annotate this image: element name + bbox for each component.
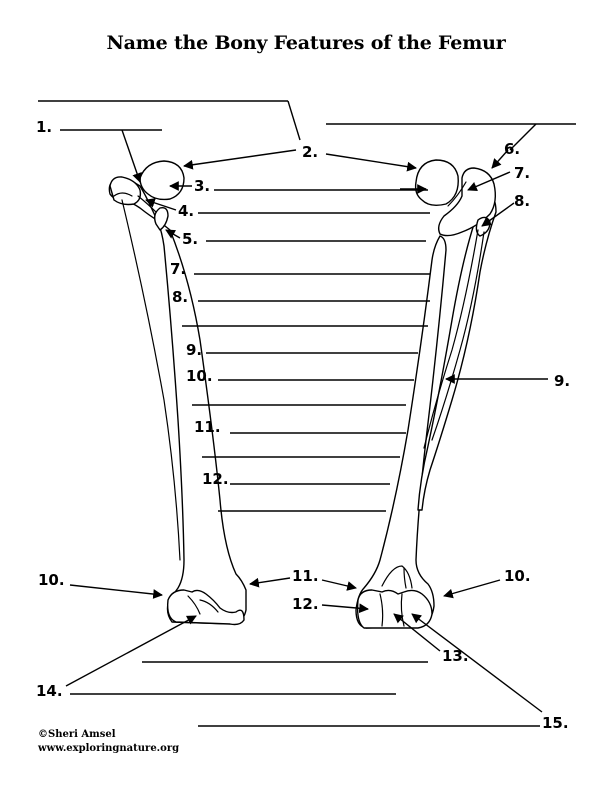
page-title: Name the Bony Features of the Femur [106,32,506,54]
credit-author: ©Sheri Amsel [38,729,116,740]
right-femur [355,159,497,629]
number-labels: 1. 2. 3. 4. 5. 6. 7. 7. 8. 8. 9. 9. 10. … [36,118,570,732]
label-9-right: 9. [554,372,570,390]
label-15: 15. [542,714,569,732]
label-10-mid: 10. [186,367,213,385]
label-12-mid: 12. [202,470,229,488]
label-13: 13. [442,647,469,665]
label-11-bottom: 11. [292,567,319,585]
label-9-left: 9. [186,341,202,359]
label-10-left: 10. [38,571,65,589]
left-femur [108,160,247,626]
left-greater-trochanter [109,176,142,206]
label-2: 2. [302,143,318,161]
pointer-arrows [65,100,548,713]
label-12-bottom: 12. [292,595,319,613]
left-lesser-trochanter [153,206,169,231]
label-4: 4. [178,202,194,220]
label-10-right: 10. [504,567,531,585]
right-condyles [356,589,433,629]
label-6: 6. [504,140,520,158]
label-1: 1. [36,118,52,136]
label-8-left: 8. [172,288,188,306]
credit-website[interactable]: www.exploringnature.org [38,743,180,754]
right-femoral-head [414,159,459,207]
left-femoral-head [139,160,185,201]
label-5: 5. [182,230,198,248]
answer-lines [38,100,576,727]
label-14: 14. [36,682,63,700]
label-7-left: 7. [170,260,186,278]
label-11-mid: 11. [194,418,221,436]
left-femur-outline [108,177,247,625]
label-8-right: 8. [514,192,530,210]
label-3: 3. [194,177,210,195]
label-7-right: 7. [514,164,530,182]
